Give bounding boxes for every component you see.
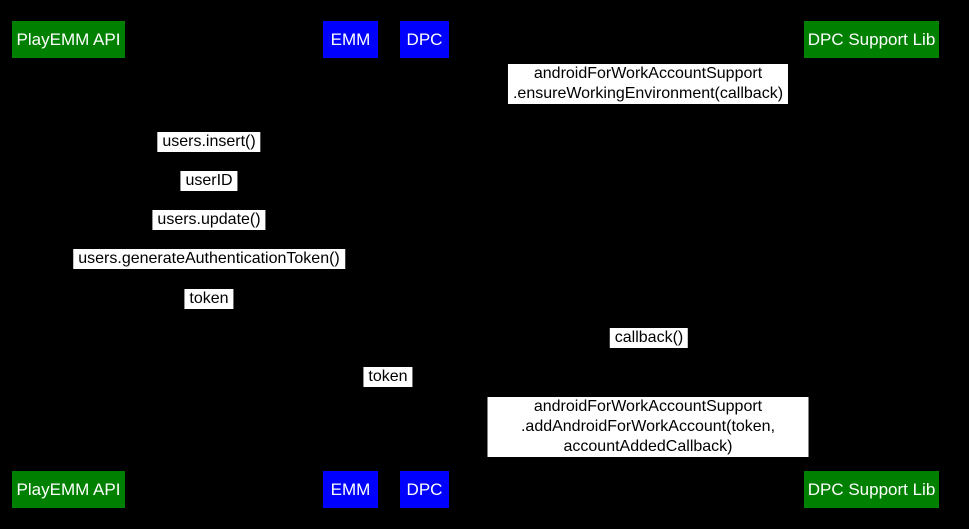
- actor-playemm-api-bottom: PlayEMM API: [12, 471, 125, 508]
- message-userid: userID: [180, 171, 238, 191]
- message-add-android-for-work-account: androidForWorkAccountSupport .addAndroid…: [487, 397, 809, 457]
- actor-dpc-support-lib-top: DPC Support Lib: [804, 21, 939, 58]
- actor-dpc-top: DPC: [400, 21, 449, 58]
- message-token-to-dpc: token: [363, 367, 413, 387]
- message-users-insert: users.insert(): [157, 132, 261, 152]
- actor-emm-top: EMM: [323, 21, 378, 58]
- actor-emm-bottom: EMM: [323, 471, 378, 508]
- actor-dpc-support-lib-bottom: DPC Support Lib: [804, 471, 939, 508]
- message-token-to-emm: token: [184, 289, 234, 309]
- message-ensure-working-environment: androidForWorkAccountSupport .ensureWork…: [507, 64, 789, 104]
- actor-dpc-bottom: DPC: [400, 471, 449, 508]
- message-callback: callback(): [609, 328, 689, 348]
- message-users-update: users.update(): [152, 210, 266, 230]
- message-generate-authentication-token: users.generateAuthenticationToken(): [73, 249, 345, 269]
- actor-playemm-api-top: PlayEMM API: [12, 21, 125, 58]
